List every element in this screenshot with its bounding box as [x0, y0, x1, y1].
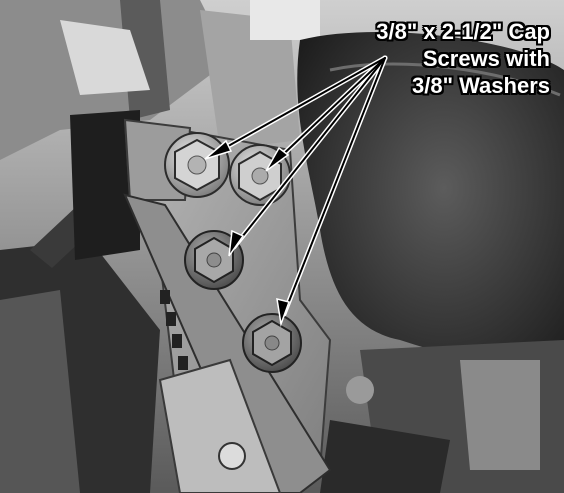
callout-line-1: 3/8" x 2-1/2" Cap [376, 19, 550, 44]
cap-screw-3 [184, 230, 244, 290]
frame-panel [200, 10, 300, 150]
callout-line-2: Screws with [422, 46, 550, 71]
lower-pin [218, 442, 246, 470]
lower-plate [158, 358, 282, 493]
cap-screw-4 [242, 313, 302, 373]
lower-left-panel [0, 290, 80, 493]
seat-cushion [297, 31, 564, 381]
chain-detail [160, 290, 188, 370]
lower-bar [320, 420, 450, 493]
bright-panel [250, 0, 320, 40]
cap-screw-1 [164, 132, 230, 198]
lower-right-box [460, 360, 540, 470]
lower-bolt [346, 376, 374, 404]
seat-highlight [329, 62, 561, 97]
bracket [60, 20, 150, 95]
callout-label: 3/8" x 2-1/2" Cap Screws with 3/8" Washe… [250, 18, 550, 99]
dark-bracket [70, 110, 140, 260]
callout-arrows [204, 55, 388, 327]
callout-line-3: 3/8" Washers [411, 73, 550, 98]
